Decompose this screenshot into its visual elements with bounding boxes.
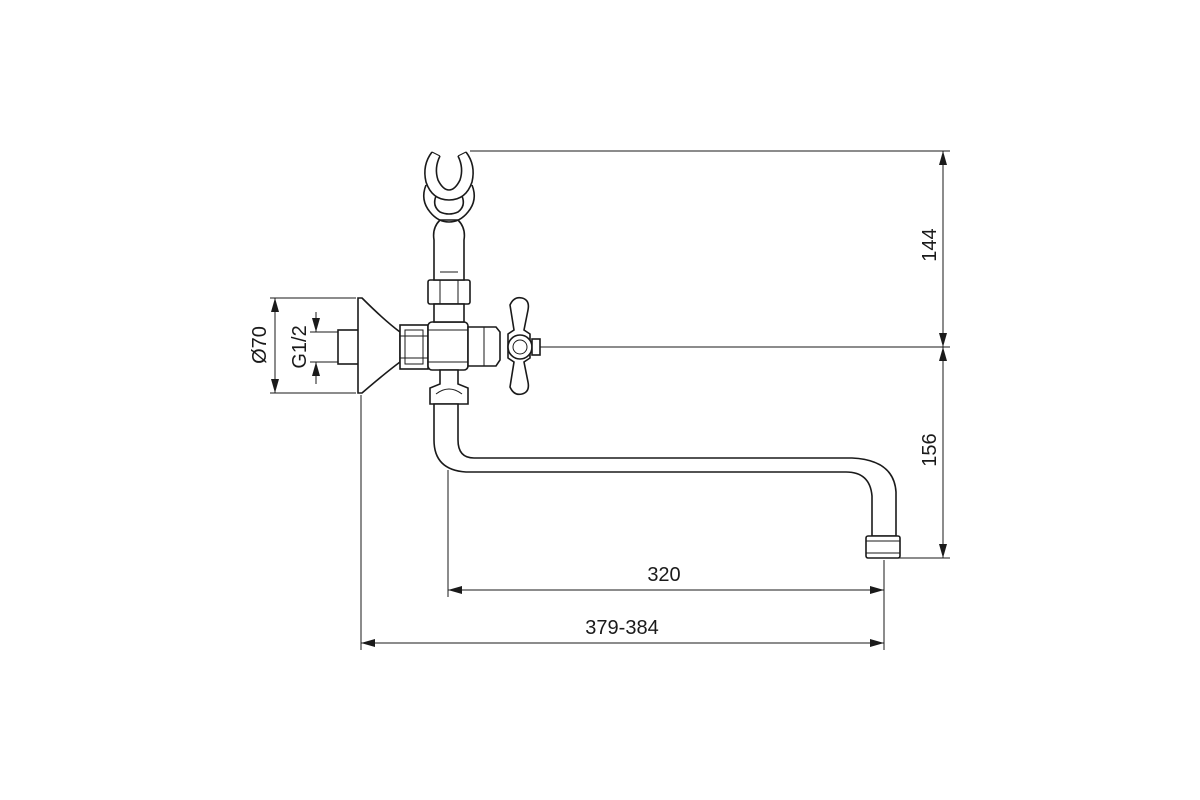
hex-nut-left [399, 324, 429, 370]
dim-thread-label: G1/2 [289, 325, 311, 368]
dim-320-label: 320 [647, 564, 680, 586]
dimension-line-379-384 [361, 639, 884, 647]
spout [433, 403, 897, 537]
valve-body [427, 321, 469, 371]
dimension-line-320 [448, 586, 884, 594]
dimension-line-thread [312, 312, 320, 384]
aerator [865, 535, 901, 559]
dim-144-label: 144 [919, 228, 941, 261]
hex-nut-top [427, 279, 471, 305]
shower-holder-clip [422, 151, 476, 223]
dim-diameter-label: Ø70 [249, 326, 271, 364]
dimension-line-156 [939, 347, 947, 558]
dimension-line-144 [939, 151, 947, 347]
flange-cone [357, 297, 401, 394]
cross-handle [507, 296, 541, 396]
faucet-drawing [337, 151, 901, 559]
shower-holder-stem [432, 219, 466, 281]
swivel-nut [429, 369, 469, 405]
dim-379-384-label: 379-384 [585, 617, 658, 639]
dim-156-label: 156 [919, 433, 941, 466]
dimension-line-diameter [271, 298, 279, 393]
extension-lines [270, 150, 950, 650]
wall-connector [337, 329, 361, 365]
